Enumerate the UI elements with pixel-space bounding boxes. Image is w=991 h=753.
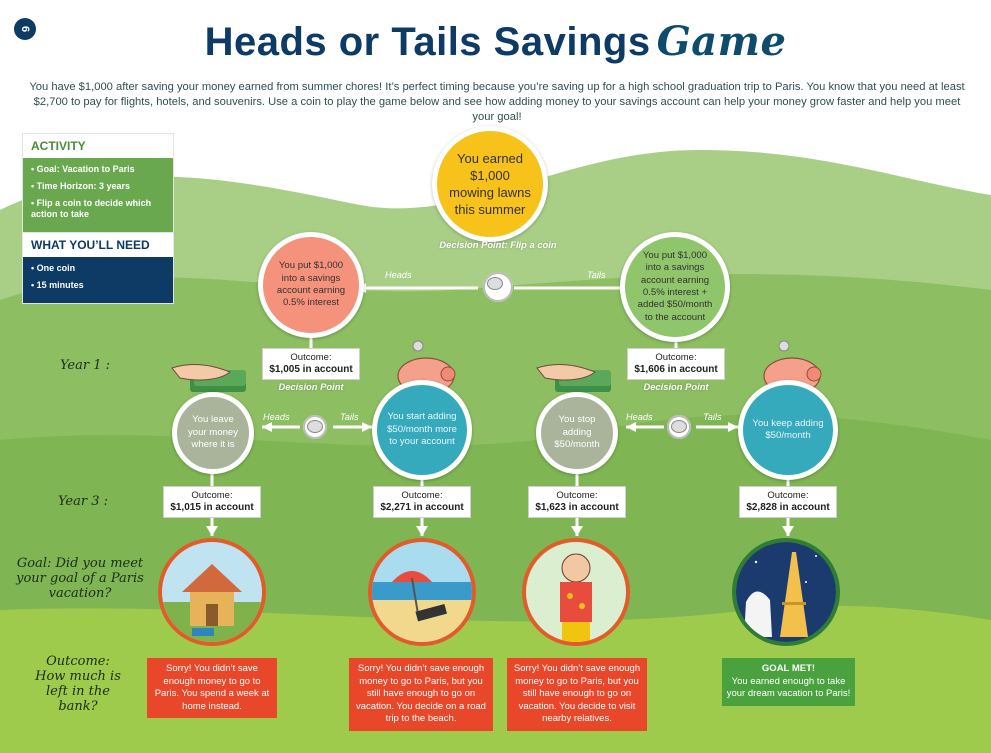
result-home: Sorry! You didn’t save enough money to g… bbox=[147, 658, 277, 718]
outcome-value: $2,828 in account bbox=[746, 502, 830, 513]
result-relatives: Sorry! You didn’t save enough money to g… bbox=[507, 658, 647, 731]
need-item: One coin bbox=[31, 263, 165, 274]
relatives-scene-image bbox=[522, 538, 630, 646]
need-item: 15 minutes bbox=[31, 280, 165, 291]
goal-met-text: You earned enough to take your dream vac… bbox=[726, 675, 851, 700]
heads-label: Heads bbox=[626, 412, 653, 422]
outcome-label: Outcome: bbox=[767, 490, 809, 501]
home-scene-image bbox=[158, 538, 266, 646]
outcome-box-year3: Outcome: $1,623 in account bbox=[528, 486, 626, 518]
decision-point-top: Decision Point: Flip a coin bbox=[439, 239, 557, 250]
right-branch-circle: You put $1,000 into a savings account ea… bbox=[620, 232, 730, 342]
beach-illustration bbox=[372, 542, 472, 642]
outcome-value: $1,623 in account bbox=[535, 502, 619, 513]
heads-label: Heads bbox=[263, 412, 290, 422]
outcome-box-year3: Outcome: $1,015 in account bbox=[163, 486, 261, 518]
choice-circle-start-adding: You start adding $50/month more to your … bbox=[372, 380, 472, 480]
need-heading: WHAT YOU’LL NEED bbox=[23, 232, 173, 257]
coin-icon bbox=[303, 415, 327, 439]
result-goal-met: GOAL MET! You earned enough to take your… bbox=[722, 658, 855, 706]
activity-heading: ACTIVITY bbox=[31, 139, 86, 153]
decision-point-right: Decision Point bbox=[643, 381, 709, 392]
paris-scene-image bbox=[732, 538, 840, 646]
outcome-box-year1-left: Outcome: $1,005 in account bbox=[262, 348, 360, 380]
activity-item: Flip a coin to decide which action to ta… bbox=[31, 198, 165, 220]
activity-item: Goal: Vacation to Paris bbox=[31, 164, 165, 175]
choice-circle-keep-adding: You keep adding $50/month bbox=[738, 380, 838, 480]
coin-icon bbox=[667, 415, 691, 439]
relatives-illustration bbox=[526, 542, 626, 642]
activity-item: Time Horizon: 3 years bbox=[31, 181, 165, 192]
coin-icon bbox=[483, 272, 513, 302]
tails-label: Tails bbox=[703, 412, 722, 422]
tails-label: Tails bbox=[587, 270, 606, 280]
outcome-label: Outcome: bbox=[401, 490, 443, 501]
outcome-label: Outcome: bbox=[290, 352, 332, 363]
hand-on-money-icon bbox=[536, 364, 611, 392]
activity-list: Goal: Vacation to Paris Time Horizon: 3 … bbox=[23, 158, 173, 232]
year3-label: Year 3 : bbox=[57, 494, 109, 509]
title-main: Heads or Tails Savings bbox=[204, 20, 651, 64]
outcome-box-year3: Outcome: $2,271 in account bbox=[373, 486, 471, 518]
choice-circle-leave: You leave your money where it is bbox=[172, 392, 254, 474]
outcome-label: Outcome: bbox=[655, 352, 697, 363]
outcome-value: $1,606 in account bbox=[634, 364, 718, 375]
outcome-box-year3: Outcome: $2,828 in account bbox=[739, 486, 837, 518]
year1-label: Year 1 : bbox=[59, 358, 111, 373]
eiffel-tower-illustration bbox=[736, 542, 836, 642]
title-script: Game bbox=[656, 18, 787, 65]
outcome-box-year1-right: Outcome: $1,606 in account bbox=[627, 348, 725, 380]
house-illustration bbox=[162, 542, 262, 642]
heads-label: Heads bbox=[385, 270, 412, 280]
goal-question-label: Goal: Did you meet your goal of a Paris … bbox=[16, 556, 144, 601]
activity-box: ACTIVITY Goal: Vacation to Paris Time Ho… bbox=[22, 133, 174, 304]
goal-met-title: GOAL MET! bbox=[761, 663, 816, 674]
decision-point-left: Decision Point bbox=[278, 381, 344, 392]
left-branch-circle: You put $1,000 into a savings account ea… bbox=[258, 232, 364, 338]
outcome-label: Outcome: bbox=[191, 490, 233, 501]
outcome-value: $1,005 in account bbox=[269, 364, 353, 375]
outcome-value: $1,015 in account bbox=[170, 502, 254, 513]
result-beach: Sorry! You didn’t save enough money to g… bbox=[349, 658, 493, 731]
tails-label: Tails bbox=[340, 412, 359, 422]
start-circle: You earned $1,000 mowing lawns this summ… bbox=[432, 126, 548, 242]
hand-on-money-icon bbox=[171, 364, 246, 392]
outcome-value: $2,271 in account bbox=[380, 502, 464, 513]
outcome-question-label: Outcome: How much is left in the bank? bbox=[35, 654, 121, 714]
outcome-label: Outcome: bbox=[556, 490, 598, 501]
choice-circle-stop-adding: You stop adding $50/month bbox=[536, 392, 618, 474]
need-list: One coin 15 minutes bbox=[23, 257, 173, 303]
beach-scene-image bbox=[368, 538, 476, 646]
intro-paragraph: You have $1,000 after saving your money … bbox=[29, 81, 965, 123]
